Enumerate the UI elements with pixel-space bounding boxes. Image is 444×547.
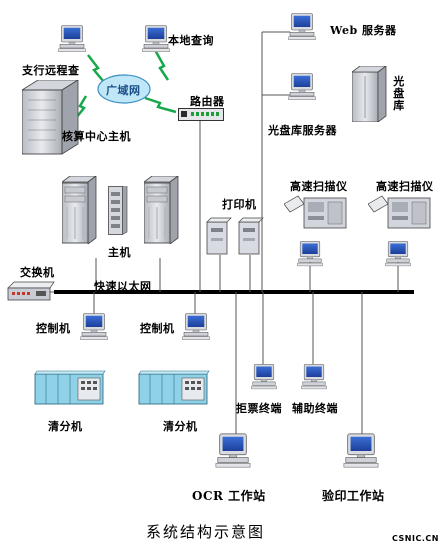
controller-2-pc-icon (182, 313, 210, 341)
optical-server-pc-icon (288, 73, 316, 101)
switch-icon (7, 281, 55, 301)
label-local-query: 本地查询 (168, 34, 214, 47)
label-host: 主机 (108, 246, 131, 259)
scanner-1-pc-icon (297, 241, 323, 267)
optical-library-cabinet-icon (352, 66, 387, 122)
web-server-pc-icon (288, 13, 316, 41)
label-controller-1: 控制机 (36, 322, 71, 335)
scanner-1-icon (284, 195, 347, 229)
label-accounting-host: 核算中心主机 (62, 130, 131, 143)
label-web-server: Web 服务器 (330, 24, 397, 37)
seal-station-pc-icon (343, 433, 379, 468)
router-icon (178, 108, 224, 121)
label-sorter-2: 清分机 (163, 420, 198, 433)
branch-remote-pc-icon (58, 25, 86, 53)
controller-1-pc-icon (80, 313, 108, 341)
wan-cloud-icon (97, 74, 151, 104)
label-optical-server: 光盘库服务器 (268, 124, 337, 137)
label-scanner-1: 高速扫描仪 (290, 180, 348, 193)
label-reject-terminal: 拒票终端 (236, 402, 282, 415)
sorter-2-icon (138, 370, 210, 405)
label-scanner-2: 高速扫描仪 (376, 180, 434, 193)
host-cabinet-left-icon (62, 176, 97, 244)
label-ocr-station: OCR 工作站 (192, 489, 266, 503)
host-cabinet-right-icon (144, 176, 179, 244)
sorter-1-icon (34, 370, 106, 405)
watermark: CSNIC.CN (392, 534, 439, 543)
diagram-caption: 系统结构示意图 (146, 523, 266, 541)
label-wan: 广域网 (106, 84, 141, 97)
label-ethernet: 快速以太网 (94, 280, 152, 293)
printer-left-icon (206, 217, 232, 255)
label-controller-2: 控制机 (140, 322, 175, 335)
reject-terminal-pc-icon (251, 364, 277, 390)
scanner-2-icon (368, 195, 431, 229)
label-sorter-1: 清分机 (48, 420, 83, 433)
accounting-host-server-icon (22, 80, 79, 155)
label-printer: 打印机 (222, 198, 257, 211)
scanner-2-pc-icon (385, 241, 411, 267)
label-optical-library: 光盘库 (393, 75, 405, 112)
label-aux-terminal: 辅助终端 (292, 402, 338, 415)
aux-terminal-pc-icon (301, 364, 327, 390)
label-router: 路由器 (190, 95, 225, 108)
label-seal-station: 验印工作站 (322, 489, 385, 503)
label-switch: 交换机 (20, 266, 55, 279)
ocr-station-pc-icon (215, 433, 251, 468)
host-storage-icon (108, 186, 128, 236)
printer-right-icon (238, 217, 264, 255)
label-branch-remote: 支行远程查 (22, 64, 80, 77)
